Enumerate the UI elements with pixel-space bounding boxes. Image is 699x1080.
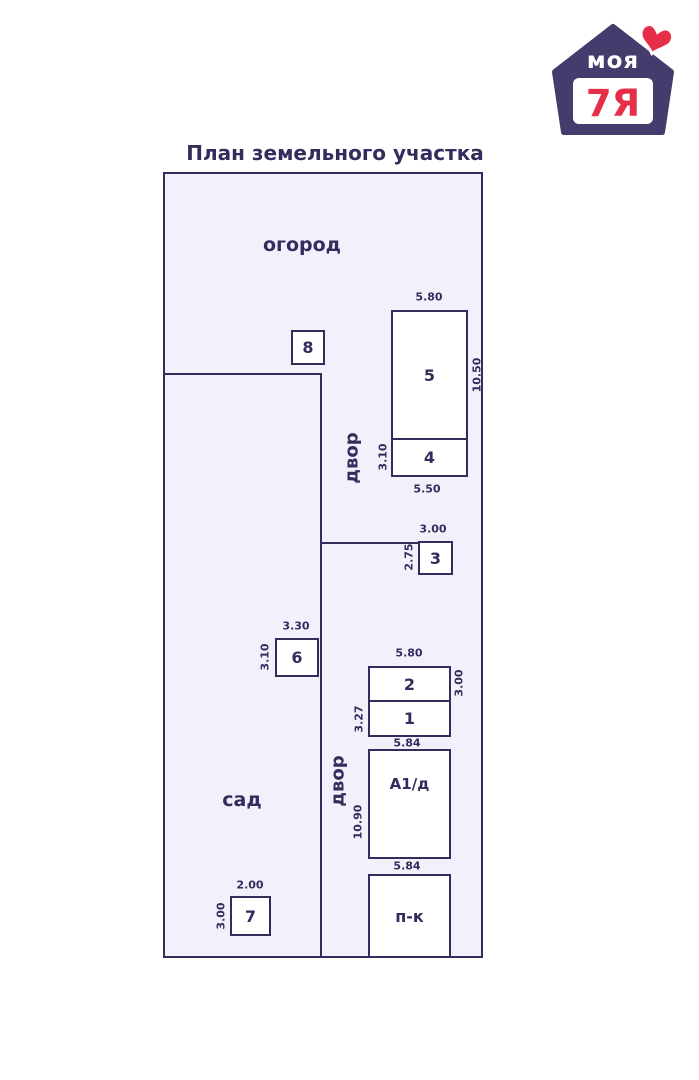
building-1: 1	[368, 700, 451, 737]
dim-building1-left: 3.27	[352, 705, 366, 733]
inner-line-vertical	[320, 373, 322, 958]
area-label-dvor-lower: двор	[327, 755, 349, 807]
building-6-label: 6	[291, 648, 303, 667]
building-1-label: 1	[403, 709, 416, 728]
building-a1d: А1/д	[368, 749, 451, 859]
dim-building5-top: 5.80	[415, 290, 443, 304]
building-8: 8	[291, 330, 325, 365]
building-8-label: 8	[302, 338, 314, 357]
inner-line-horizontal-upper	[163, 373, 322, 375]
logo-panel	[573, 78, 653, 124]
building-5-label: 5	[423, 365, 436, 385]
building-3-label: 3	[429, 548, 442, 568]
dim-building2-right: 3.00	[452, 669, 466, 697]
building-2-label: 2	[403, 674, 416, 694]
dim-building2-top: 5.80	[395, 646, 423, 660]
logo-brand-top: моя	[587, 48, 639, 74]
building-2: 2	[368, 666, 451, 702]
heart-icon	[639, 23, 675, 57]
building-3: 3	[418, 541, 453, 575]
logo-brand-bottom: 7Я	[586, 82, 640, 125]
dim-buildinga1d-bottom: 5.84	[393, 859, 421, 873]
dim-building7-top: 2.00	[236, 878, 264, 892]
area-label-ogorod: огород	[262, 234, 342, 256]
building-pk-label: п-к	[395, 906, 424, 926]
house-logo-icon: моя 7Я	[552, 23, 675, 135]
building-6: 6	[275, 638, 319, 677]
building-7-label: 7	[244, 906, 257, 926]
area-label-sad: сад	[222, 789, 262, 811]
brand-logo: моя 7Я	[543, 20, 691, 138]
area-label-dvor-upper: двор	[341, 432, 363, 484]
dim-building3-left: 2.75	[402, 543, 416, 571]
dim-building6-top: 3.30	[282, 619, 310, 633]
building-pk: п-к	[368, 874, 451, 958]
dim-building6-left: 3.10	[258, 643, 272, 671]
dim-building4-bottom: 5.50	[413, 482, 441, 496]
dim-buildinga1d-left: 10.90	[351, 804, 365, 840]
dim-building7-left: 3.00	[214, 902, 228, 930]
building-4: 4	[391, 438, 468, 477]
inner-line-horizontal-mid	[322, 542, 418, 544]
building-7: 7	[230, 896, 271, 936]
dim-building3-top: 3.00	[419, 522, 447, 536]
building-a1d-label: А1/д	[389, 775, 430, 793]
dim-building5-right: 10.50	[470, 357, 484, 393]
page-title: План земельного участка	[186, 141, 484, 165]
building-4-label: 4	[423, 448, 436, 467]
dim-buildinga1d-top: 5.84	[393, 736, 421, 750]
dim-building4-left: 3.10	[376, 443, 390, 471]
building-5: 5	[391, 310, 468, 440]
